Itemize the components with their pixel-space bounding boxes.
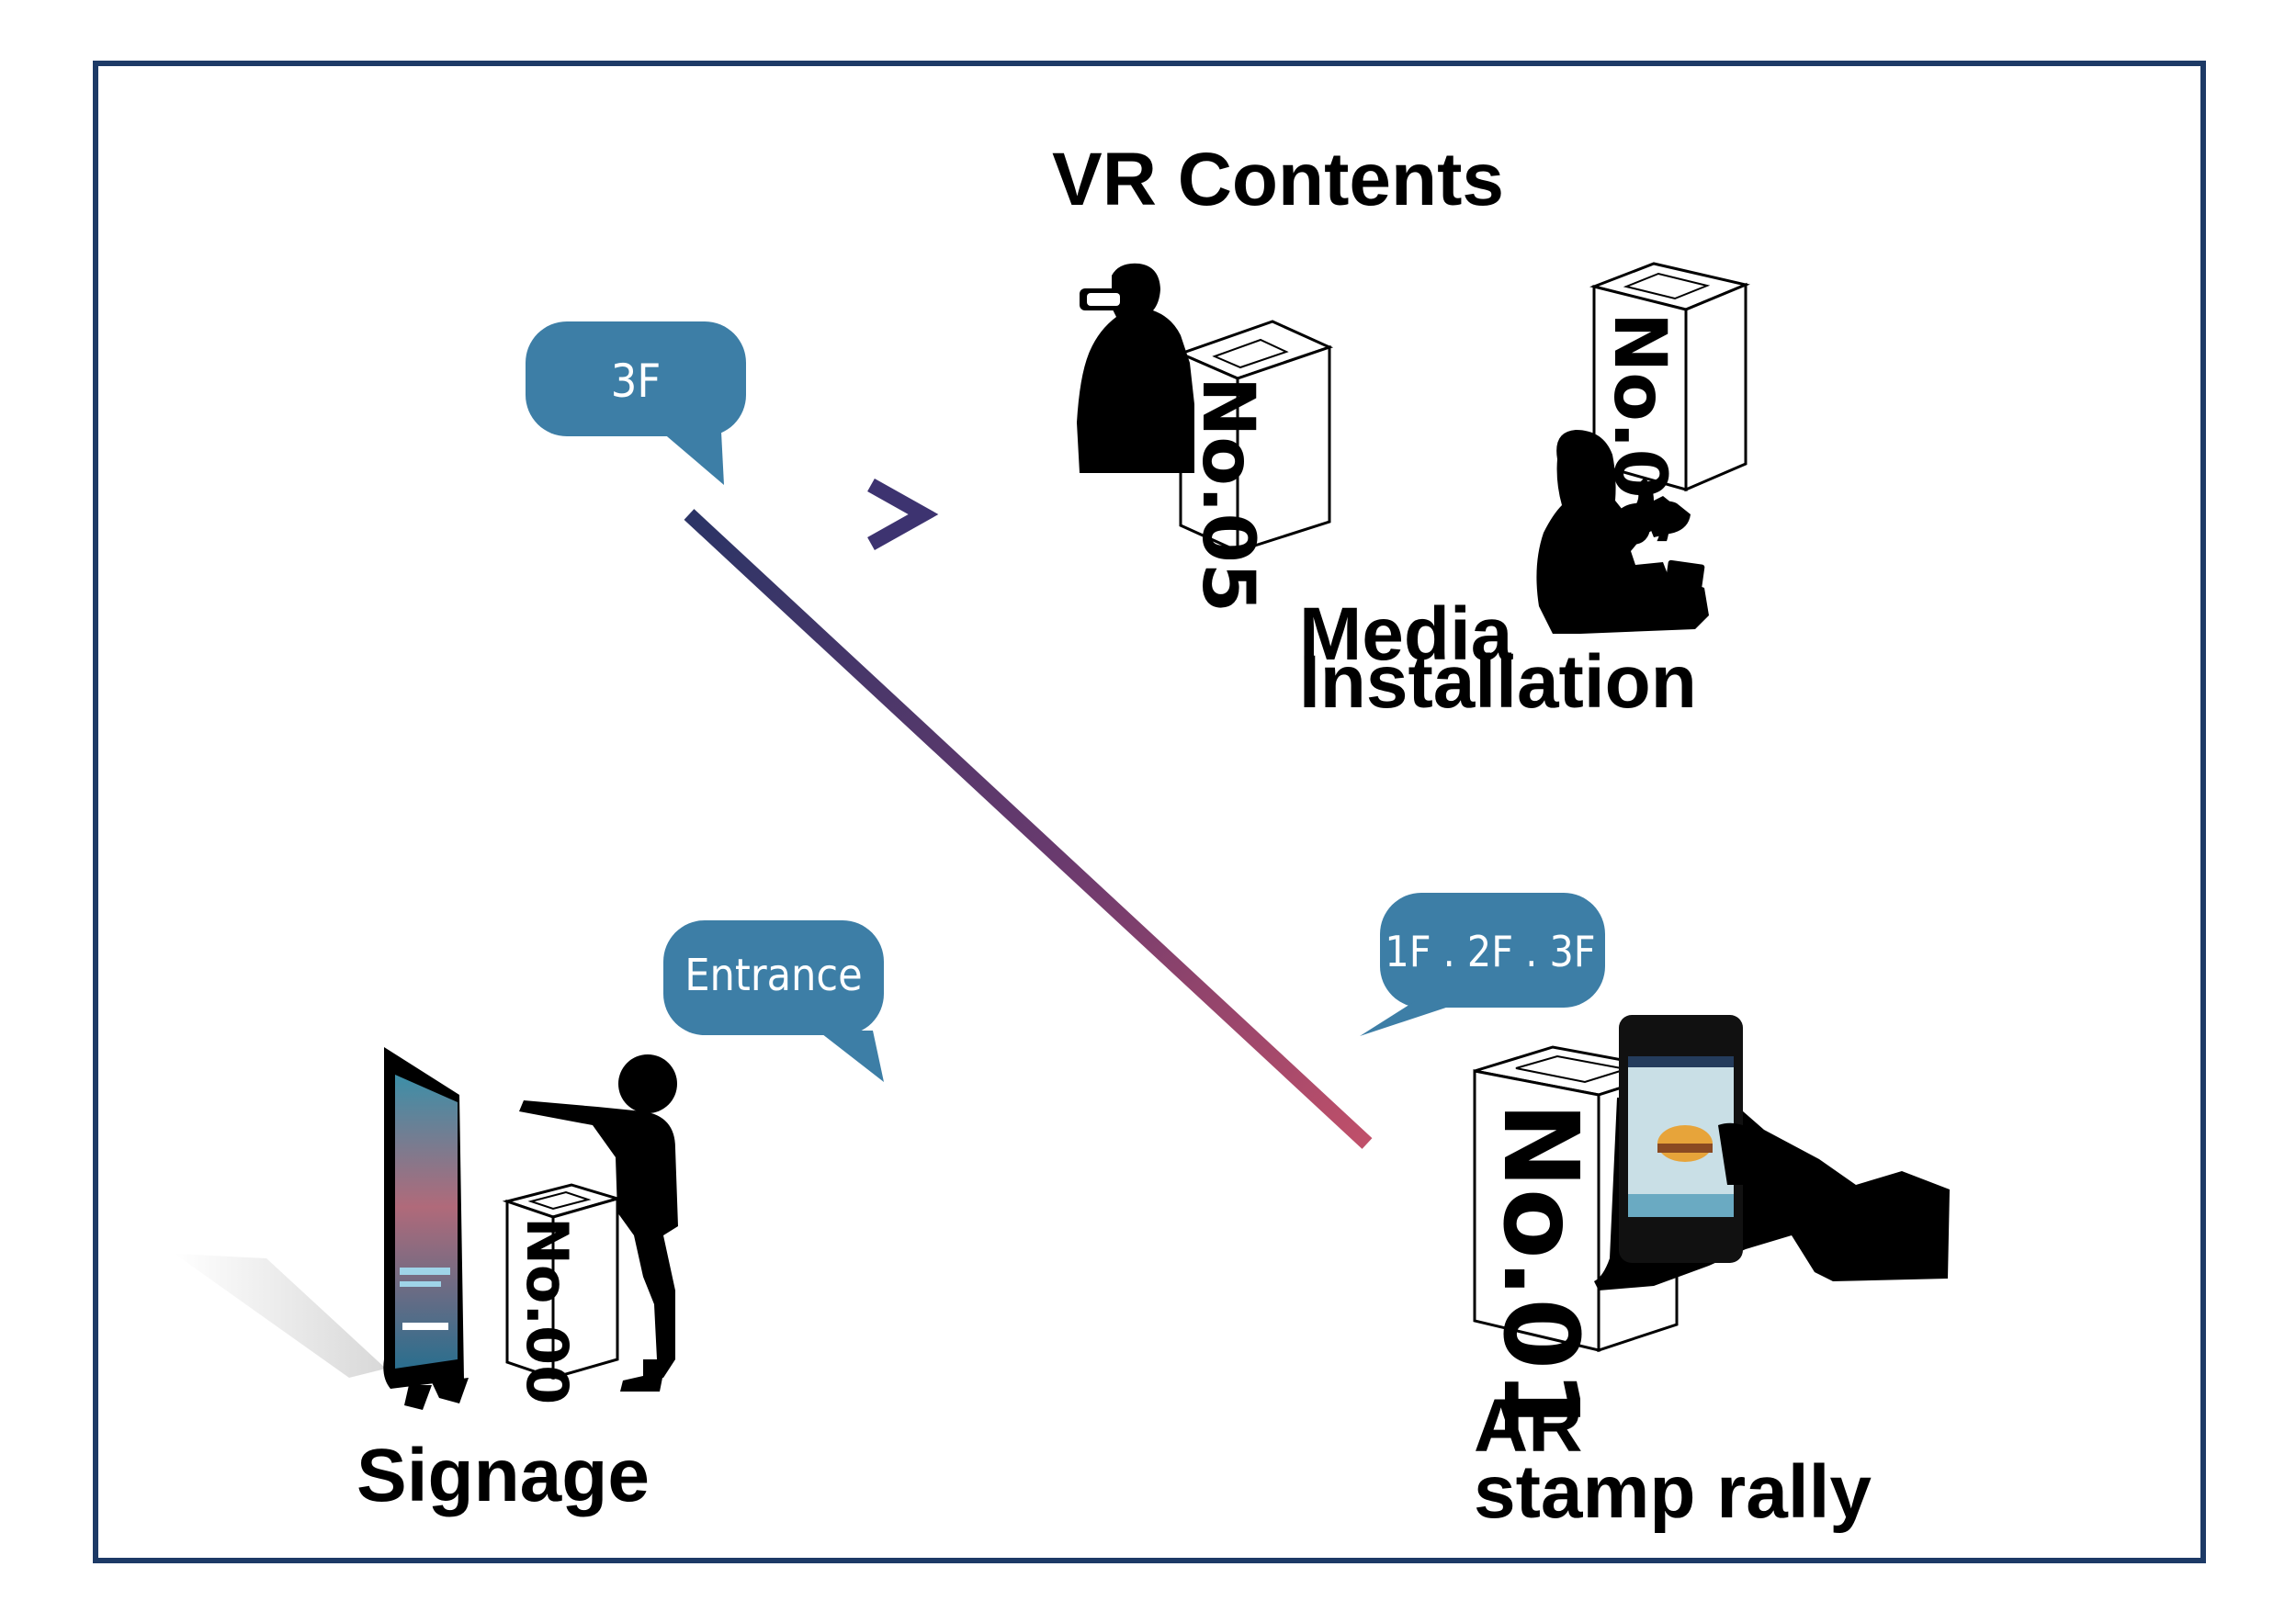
child-silhouette (519, 1054, 678, 1392)
box-no00-label: No.00 (514, 1217, 581, 1404)
media-installation-heading-line1: Media (1299, 592, 1513, 676)
box-no05-label: No.05 (1186, 377, 1269, 613)
box-no06 (1589, 262, 1750, 492)
bubble-floors (1360, 893, 1605, 1036)
media-person-silhouette (1536, 430, 1709, 634)
box-no01-label: No.01 (1480, 1102, 1600, 1441)
phone-in-hands (1594, 1015, 1950, 1291)
flow-path (678, 479, 1373, 1151)
ar-stamp-rally-heading-line2: stamp rally (1474, 1450, 1872, 1534)
signage-shadow (175, 1254, 386, 1378)
box-no05 (1176, 320, 1334, 554)
bubble-3f (526, 321, 746, 485)
ar-stamp-rally-heading-line1: AR (1474, 1384, 1583, 1468)
vr-person-silhouette (1077, 263, 1194, 473)
vr-contents-heading: VR Contents (1052, 138, 1504, 221)
bubble-entrance (663, 920, 884, 1082)
signage-display (383, 1047, 469, 1410)
diagram-frame (93, 61, 2206, 1563)
bubble-floors-label: 1F . 2F . 3F (1385, 927, 1596, 976)
bubble-3f-label: 3F (610, 355, 662, 408)
media-installation-heading-line2: Installation (1299, 640, 1697, 724)
bubble-entrance-label: Entrance (684, 950, 863, 1001)
box-no00 (502, 1183, 623, 1381)
path-diagonal-segment (684, 509, 1373, 1149)
arrow-head-icon (867, 479, 939, 550)
signage-heading: Signage (356, 1434, 650, 1517)
